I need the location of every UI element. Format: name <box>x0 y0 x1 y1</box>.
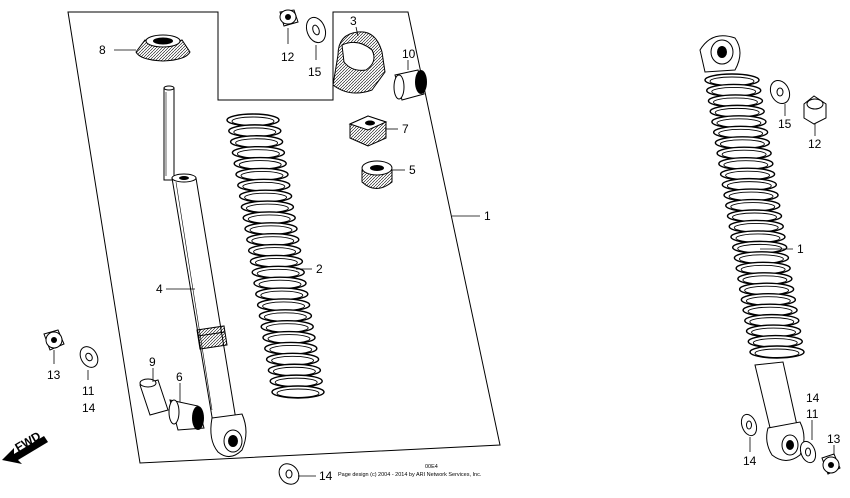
part-14-washer-right <box>740 413 758 437</box>
part-10-bushing <box>393 69 427 101</box>
part-9-collar <box>139 378 169 416</box>
callout-14-left: 14 <box>82 401 96 415</box>
part-4-damper <box>163 85 247 457</box>
part-15-washer-right <box>769 79 791 105</box>
callout-10: 10 <box>402 47 416 61</box>
callout-13-left: 13 <box>47 368 61 382</box>
callout-14-right-b: 14 <box>806 391 820 405</box>
fwd-arrow: FWD <box>2 429 48 464</box>
part-7-stopper <box>348 115 388 147</box>
callout-9: 9 <box>149 355 156 369</box>
part-13-nut-right <box>821 453 841 475</box>
diagram-code: 00E4 <box>425 464 438 470</box>
callout-12-right: 12 <box>808 137 822 151</box>
callout-12-top: 12 <box>281 50 295 64</box>
assembled-spring-coil <box>749 345 805 359</box>
part-12-nut-right <box>803 95 827 125</box>
callout-1-left: 1 <box>484 209 491 223</box>
part-8-cap <box>135 34 191 62</box>
callout-11-left: 11 <box>82 384 95 398</box>
copyright-text: Page design (c) 2004 - 2014 by ARI Netwo… <box>338 472 482 478</box>
part-15-washer-top <box>305 16 327 44</box>
part-11-14-washer-right <box>799 440 817 464</box>
leader-lines <box>53 26 835 477</box>
part-11-14-washer-left <box>79 346 99 368</box>
callout-4: 4 <box>156 282 163 296</box>
callout-15-top: 15 <box>308 65 322 79</box>
callout-2: 2 <box>316 262 323 276</box>
callout-14-bottom: 14 <box>319 469 333 483</box>
callout-1-right: 1 <box>797 242 804 256</box>
assembled-spring-coil-inner <box>754 348 800 358</box>
callout-7: 7 <box>402 122 409 136</box>
part-3-seat <box>332 31 386 94</box>
callout-11-right: 11 <box>806 407 819 421</box>
callout-15-right: 15 <box>778 117 792 131</box>
callout-8: 8 <box>99 43 106 57</box>
callout-6: 6 <box>176 370 183 384</box>
callout-13-right: 13 <box>827 432 841 446</box>
part-2-spring <box>226 113 325 399</box>
part-13-nut-left <box>43 329 65 351</box>
part-12-nut-top <box>279 9 299 27</box>
callout-3: 3 <box>350 14 357 28</box>
part-14-washer-bottom <box>278 463 300 485</box>
spring-coil <box>271 385 325 399</box>
assembly-outline <box>67 11 501 464</box>
part-5-bump <box>361 160 393 189</box>
assembled-shock <box>699 35 805 461</box>
callout-5: 5 <box>409 163 416 177</box>
part-6-bushing <box>168 399 205 431</box>
spring-coil-inner <box>276 388 320 398</box>
callout-14-right-a: 14 <box>743 454 757 468</box>
